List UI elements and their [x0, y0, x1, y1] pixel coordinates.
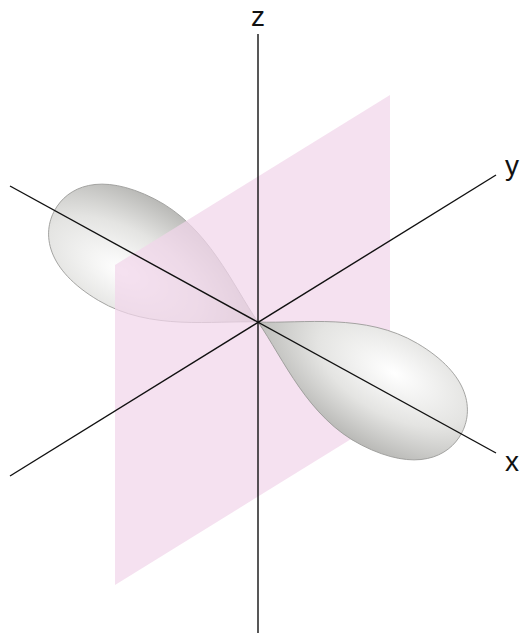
x-axis: [10, 186, 496, 453]
y-axis: [10, 175, 496, 476]
z-axis: [257, 34, 258, 633]
axis-label: x: [505, 448, 519, 476]
axis-label: z: [251, 3, 265, 31]
axis-label: y: [505, 152, 519, 180]
